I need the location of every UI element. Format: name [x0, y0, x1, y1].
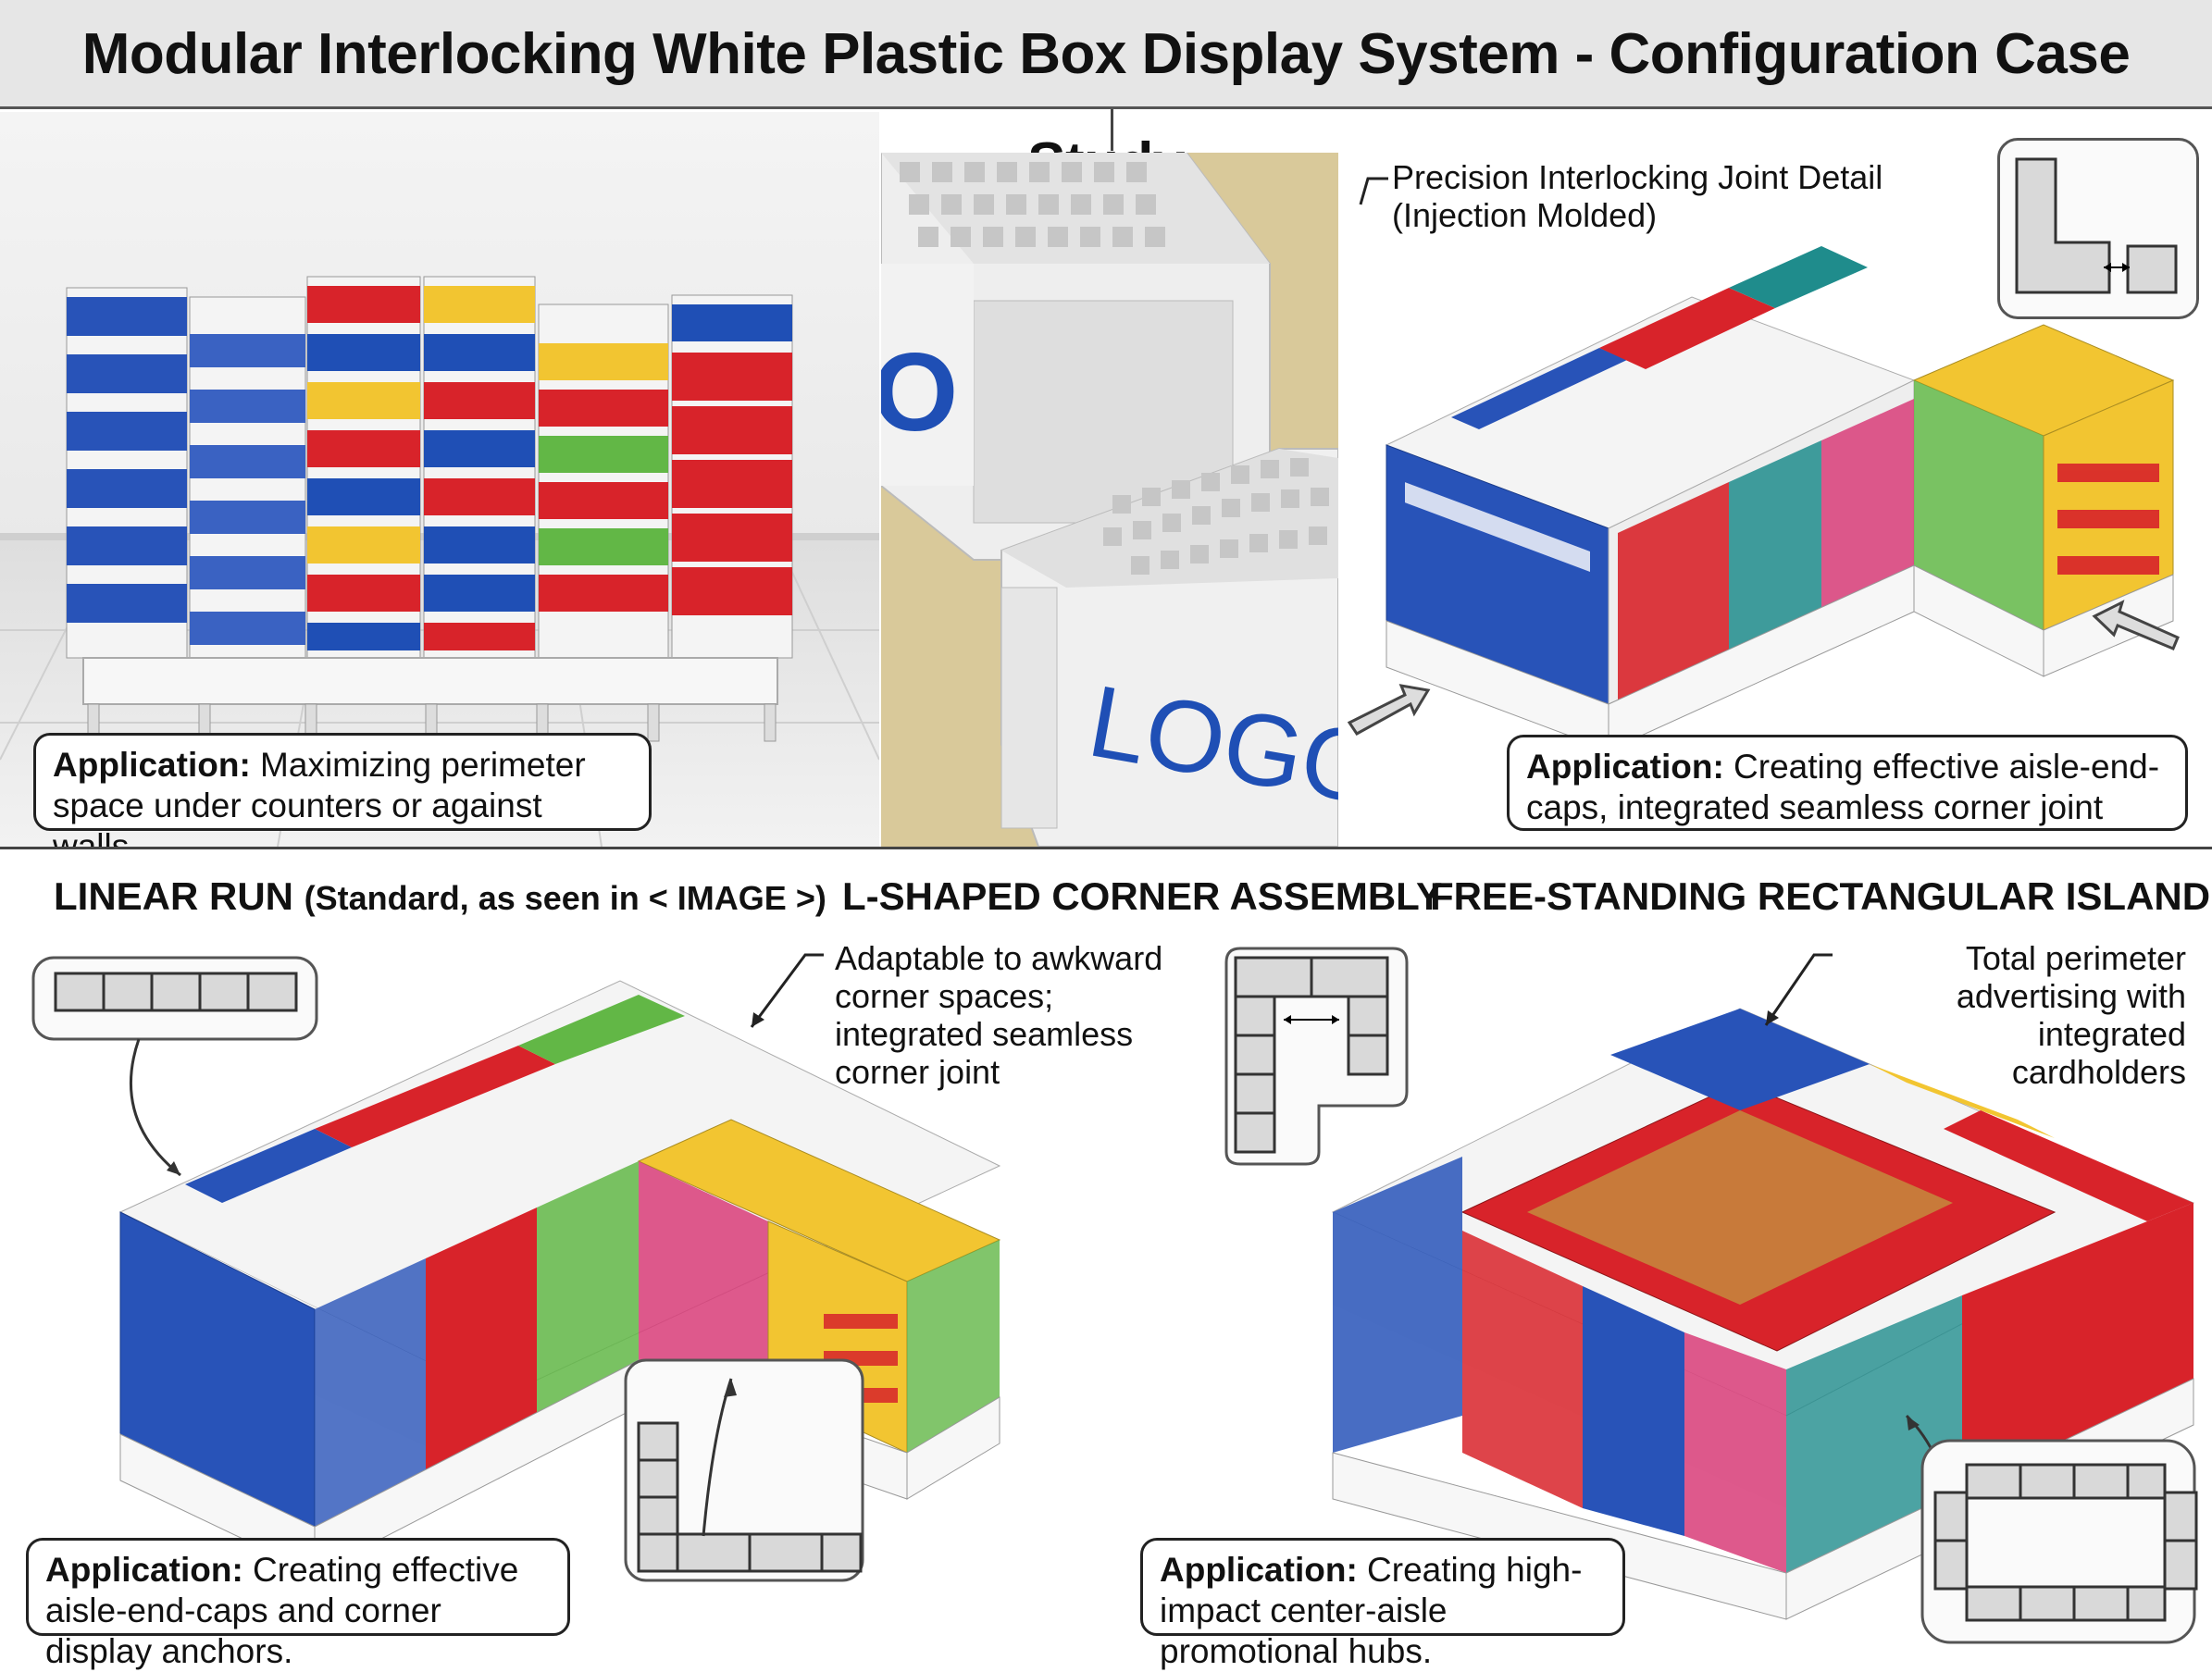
row-divider: [0, 847, 2212, 849]
l-corner-assembly-render: [31, 953, 1001, 1582]
l-shape-layout-icon: [624, 1358, 864, 1582]
title-bar: Modular Interlocking White Plastic Box D…: [0, 0, 2212, 195]
l-assembly-boxes: [1385, 246, 2175, 751]
linear-arm-boxes: [118, 980, 1001, 1574]
application-label: Application:: [1526, 748, 1724, 786]
photo-box-columns: [66, 276, 793, 742]
u-shape-layout-icon: [1217, 944, 1411, 1168]
linear-layout-icon: [31, 956, 318, 1177]
island-boxes: [1331, 1008, 2195, 1620]
section-heading-linear: LINEAR RUN (Standard, as seen in < IMAGE…: [54, 874, 826, 918]
application-label: Application:: [53, 746, 251, 784]
application-text: Maximizing perimeter space under counter…: [53, 746, 586, 847]
section-heading-island: FREE-STANDING RECTANGULAR ISLAND: [1430, 874, 2211, 918]
l-shape-layout-icon: [1997, 138, 2199, 319]
application-label: Application:: [45, 1551, 243, 1589]
island-render: [1331, 953, 2195, 1620]
joint-closeup-panel: O LOGO: [881, 153, 1338, 847]
l-shape-note: Adaptable to awkward corner spaces; inte…: [835, 939, 1163, 1091]
l-assembly-render: [1347, 177, 2180, 751]
section-heading-l-shape: L-SHAPED CORNER ASSEMBLY: [842, 874, 1442, 918]
photo-panel-linear: Application: Maximizing perimeter space …: [0, 112, 879, 847]
joint-closeup-image: O LOGO: [881, 153, 1338, 847]
application-label: Application:: [1160, 1551, 1358, 1589]
svg-text:O: O: [881, 330, 958, 454]
top-divider-stub: [1111, 109, 1113, 151]
application-box-endcaps-anchors: Application: Creating effective aisle-en…: [26, 1538, 570, 1670]
detail-panel: Precision Interlocking Joint Detail (Inj…: [1340, 112, 2212, 847]
application-box-endcaps: Application: Creating effective aisle-en…: [1507, 735, 2188, 831]
joint-detail-callout: Precision Interlocking Joint Detail (Inj…: [1392, 158, 1883, 234]
application-box-promotional-hubs: Application: Creating high-impact center…: [1140, 1538, 1625, 1670]
application-box-perimeter: Application: Maximizing perimeter space …: [33, 733, 652, 847]
rectangle-layout-icon: [1920, 1439, 2198, 1647]
island-note: Total perimeter advertising with integra…: [1956, 939, 2186, 1091]
arrow-icon: [1347, 600, 2180, 736]
application-text: Creating effective aisle-end-caps, integ…: [1526, 748, 2160, 826]
